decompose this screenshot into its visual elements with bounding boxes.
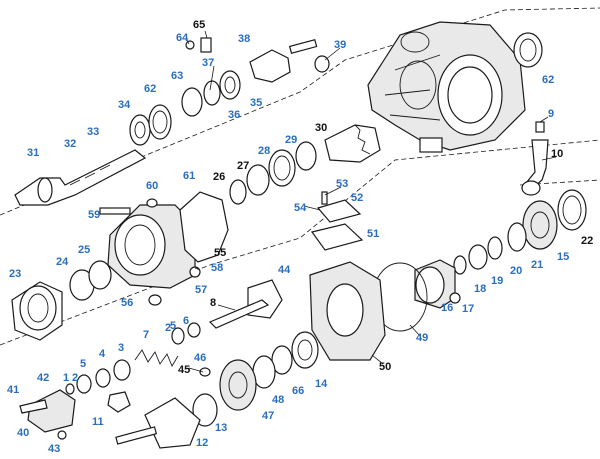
part-callout-18: 18 xyxy=(474,283,487,295)
part-callout-28: 28 xyxy=(258,145,271,157)
part-callout-47: 47 xyxy=(262,410,275,422)
part-callout-43: 43 xyxy=(48,443,61,455)
part-callout-55: 55 xyxy=(214,247,227,259)
part-callout-30: 30 xyxy=(315,122,328,134)
part-callout-45: 45 xyxy=(178,364,191,376)
part-callout-54: 54 xyxy=(294,202,307,214)
shift-rail-assembly xyxy=(65,299,270,395)
part-callout-46: 46 xyxy=(194,352,207,364)
part-callout-8: 8 xyxy=(210,297,217,309)
part-callout-31: 31 xyxy=(27,147,40,159)
part-callout-19: 19 xyxy=(491,275,504,287)
part-callout-48: 48 xyxy=(272,394,285,406)
seal-right xyxy=(513,32,543,68)
part-callout-66: 66 xyxy=(292,385,305,397)
part-callout-4: 4 xyxy=(99,348,106,360)
part-callout-11: 11 xyxy=(92,416,104,428)
leader-lines xyxy=(186,30,557,373)
part-callout-39: 39 xyxy=(334,39,347,51)
input-shaft-assembly xyxy=(14,37,330,206)
part-callout-63: 63 xyxy=(171,70,184,82)
part-callout-15: 15 xyxy=(557,251,570,263)
part-callout-38: 38 xyxy=(238,33,251,45)
part-callout-24: 24 xyxy=(56,256,69,268)
part-callout-52: 52 xyxy=(351,192,364,204)
part-callout-51: 51 xyxy=(367,228,380,240)
part-callout-27: 27 xyxy=(237,160,250,172)
part-callout-3: 3 xyxy=(118,342,125,354)
part-callout-22: 22 xyxy=(581,235,594,247)
part-callout-6: 6 xyxy=(183,315,190,327)
part-callout-7: 7 xyxy=(143,329,150,341)
part-callout-61: 61 xyxy=(183,170,196,182)
part-callout-32: 32 xyxy=(64,138,77,150)
output-flange-assembly xyxy=(115,331,319,449)
part-callout-35: 35 xyxy=(250,97,263,109)
part-callout-62: 62 xyxy=(542,74,555,86)
part-callout-56: 56 xyxy=(121,297,134,309)
front-housing xyxy=(247,191,386,361)
part-callout-5: 5 xyxy=(170,320,177,332)
part-callout-26: 26 xyxy=(213,171,226,183)
part-callout-2: 2 xyxy=(72,372,79,384)
part-callout-62: 62 xyxy=(144,83,157,95)
part-callout-33: 33 xyxy=(87,126,100,138)
part-callout-29: 29 xyxy=(285,134,298,146)
part-callout-40: 40 xyxy=(17,427,30,439)
part-callout-41: 41 xyxy=(7,384,20,396)
part-callout-58: 58 xyxy=(211,262,224,274)
part-callout-25: 25 xyxy=(78,244,91,256)
transfer-case-housing xyxy=(367,21,526,153)
part-callout-13: 13 xyxy=(215,422,228,434)
part-callout-57: 57 xyxy=(195,284,208,296)
part-callout-59: 59 xyxy=(88,209,101,221)
part-callout-9: 9 xyxy=(548,108,555,120)
part-callout-60: 60 xyxy=(146,180,159,192)
speedometer-cover-assembly xyxy=(19,389,131,440)
part-callout-17: 17 xyxy=(462,303,475,315)
part-callout-53: 53 xyxy=(336,178,349,190)
output-gear-stack xyxy=(372,189,587,332)
shift-fork-rod xyxy=(521,121,549,196)
part-callout-2: 2 xyxy=(165,322,172,334)
part-callout-14: 14 xyxy=(315,378,328,390)
part-callout-36: 36 xyxy=(228,109,241,121)
rear-housing xyxy=(99,191,229,306)
part-callout-65: 65 xyxy=(193,19,206,31)
part-callout-1: 1 xyxy=(63,372,70,384)
pinion-gear-assembly xyxy=(229,124,381,205)
part-callout-42: 42 xyxy=(37,372,50,384)
part-callout-20: 20 xyxy=(510,265,523,277)
assembly-outline xyxy=(0,7,600,346)
part-callout-50: 50 xyxy=(379,361,392,373)
part-callout-34: 34 xyxy=(118,99,131,111)
part-callout-49: 49 xyxy=(416,332,429,344)
part-callout-10: 10 xyxy=(551,148,564,160)
part-callout-5: 5 xyxy=(80,358,87,370)
part-callout-21: 21 xyxy=(531,259,544,271)
part-callout-16: 16 xyxy=(441,302,454,314)
part-callout-64: 64 xyxy=(176,32,189,44)
drive-coupling-assembly xyxy=(11,260,112,341)
part-callout-44: 44 xyxy=(278,264,291,276)
part-callout-23: 23 xyxy=(9,268,22,280)
part-callout-37: 37 xyxy=(202,57,215,69)
part-callout-12: 12 xyxy=(196,437,209,449)
